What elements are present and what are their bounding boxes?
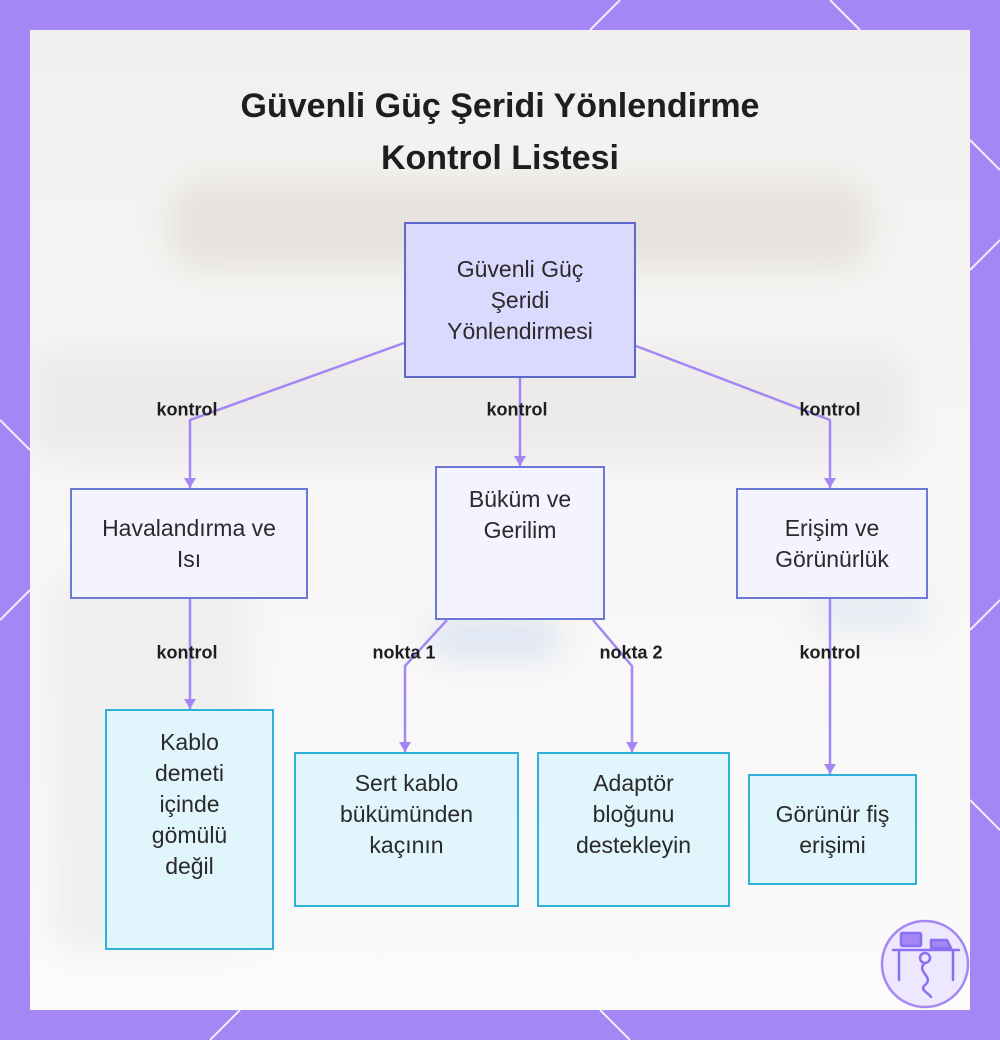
leaf-visible-plug-access-label: Görünür fiş erişimi: [775, 800, 890, 858]
category-bending: Büküm ve Gerilim: [435, 466, 605, 620]
root-node: Güvenli Güç Şeridi Yönlendirmesi: [404, 222, 636, 378]
edge-label-bending-leaf1: nokta 1: [372, 642, 436, 663]
edge-label-root-bending: kontrol: [486, 399, 548, 420]
leaf-support-adapter-label: Adaptör bloğunu destekleyin: [575, 770, 692, 858]
leaf-visible-plug-access: Görünür fiş erişimi: [748, 774, 917, 885]
category-access: Erişim ve Görünürlük: [736, 488, 928, 599]
leaf-support-adapter: Adaptör bloğunu destekleyin: [537, 752, 730, 907]
edge-label-root-access: kontrol: [799, 399, 861, 420]
category-access-label: Erişim ve Görünürlük: [775, 514, 889, 572]
category-bending-label: Büküm ve Gerilim: [468, 486, 572, 543]
arrowhead: [184, 478, 196, 488]
arrowhead: [824, 478, 836, 488]
connector-bending-leaf1: [403, 619, 448, 752]
root-node-label: Güvenli Güç Şeridi Yönlendirmesi: [447, 255, 593, 344]
edge-label-ventilation-leaf: kontrol: [156, 642, 218, 663]
arrowhead: [514, 456, 526, 466]
edge-label-access-leaf: kontrol: [799, 642, 861, 663]
diagram-title-line-2: Kontrol Listesi: [380, 139, 620, 177]
arrowhead: [824, 764, 836, 774]
background-blur: [430, 615, 560, 660]
arrowhead: [626, 742, 638, 752]
leaf-not-buried-label: Kablo demeti içinde gömülü değil: [151, 729, 228, 879]
arrowhead: [399, 742, 411, 752]
edge-label-root-ventilation: kontrol: [156, 399, 218, 420]
leaf-not-buried: Kablo demeti içinde gömülü değil: [105, 709, 274, 950]
connector-bending-leaf2: [592, 619, 634, 752]
edge-label-bending-leaf2: nokta 2: [599, 642, 663, 663]
connector-root-access: [635, 344, 832, 488]
category-ventilation: Havalandırma ve Isı: [70, 488, 308, 599]
leaf-avoid-sharp-bend: Sert kablo bükümünden kaçının: [294, 752, 519, 907]
connector-root-ventilation: [188, 341, 405, 488]
diagram-title-line-1: Güvenli Güç Şeridi Yönlendirme: [240, 87, 760, 125]
category-ventilation-label: Havalandırma ve Isı: [102, 514, 276, 572]
desk-cable-icon: [880, 919, 970, 1009]
arrowhead: [184, 699, 196, 709]
leaf-avoid-sharp-bend-label: Sert kablo bükümünden kaçının: [340, 770, 473, 858]
